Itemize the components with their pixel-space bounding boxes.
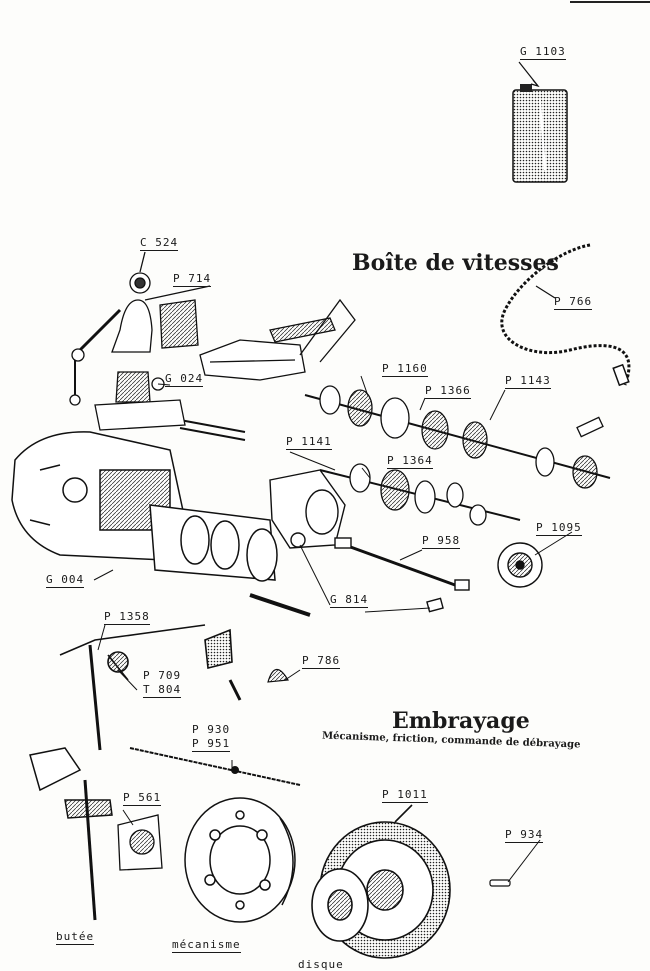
gear-shafts: [304, 385, 611, 526]
part-label-p1364: P 1364: [387, 454, 433, 469]
rubber-boot-part: [267, 668, 289, 683]
part-label-g814: G 814: [330, 593, 369, 608]
selector-rod: [249, 537, 470, 617]
gearbox-title: Boîte de vitesses: [352, 250, 559, 276]
differential-part: [497, 542, 543, 588]
part-label-p561: P 561: [123, 791, 162, 806]
part-label-g004: G 004: [46, 573, 85, 588]
caption-disque: disque: [298, 958, 344, 971]
clutch-disc-flywheel: [311, 804, 451, 959]
part-label-p1358: P 1358: [104, 610, 150, 625]
release-bearing: [117, 814, 163, 871]
part-label-p951: P 951: [192, 737, 231, 752]
part-label-g024: G 024: [165, 372, 204, 387]
part-label-p930: P 930: [192, 723, 231, 736]
part-label-p714: P 714: [173, 272, 212, 287]
release-fork: [29, 747, 113, 921]
gearbox-housing: [11, 431, 278, 582]
part-label-p786: P 786: [302, 654, 341, 669]
part-label-p1141: P 1141: [286, 435, 332, 450]
part-label-g1103: G 1103: [520, 45, 566, 60]
gearbox-top-cover: [94, 298, 356, 441]
part-label-t804: T 804: [143, 683, 182, 698]
part-label-p958: P 958: [422, 534, 461, 549]
caption-mecanisme: mécanisme: [172, 938, 241, 953]
clutch-title: Embrayage: [392, 708, 530, 734]
part-label-p1143: P 1143: [505, 374, 551, 389]
clutch-cable: [129, 747, 301, 786]
oil-can-part: [512, 61, 568, 183]
pin-part: [489, 879, 511, 887]
part-label-c524: C 524: [140, 236, 179, 251]
part-label-p1011: P 1011: [382, 788, 428, 803]
clutch-lever: [59, 624, 242, 751]
caption-butee: butée: [56, 930, 95, 945]
bell-housing: [269, 469, 346, 549]
gear-lever-assembly: [69, 251, 211, 406]
part-label-p1366: P 1366: [425, 384, 471, 399]
speedometer-cable-part: [500, 243, 631, 387]
part-label-p1160: P 1160: [382, 362, 428, 377]
part-label-p1095: P 1095: [536, 521, 582, 536]
part-label-p766: P 766: [554, 295, 593, 310]
leader-lines: [93, 375, 573, 883]
pressure-plate: [184, 797, 296, 923]
part-label-p934: P 934: [505, 828, 544, 843]
part-label-p709: P 709: [143, 669, 182, 682]
